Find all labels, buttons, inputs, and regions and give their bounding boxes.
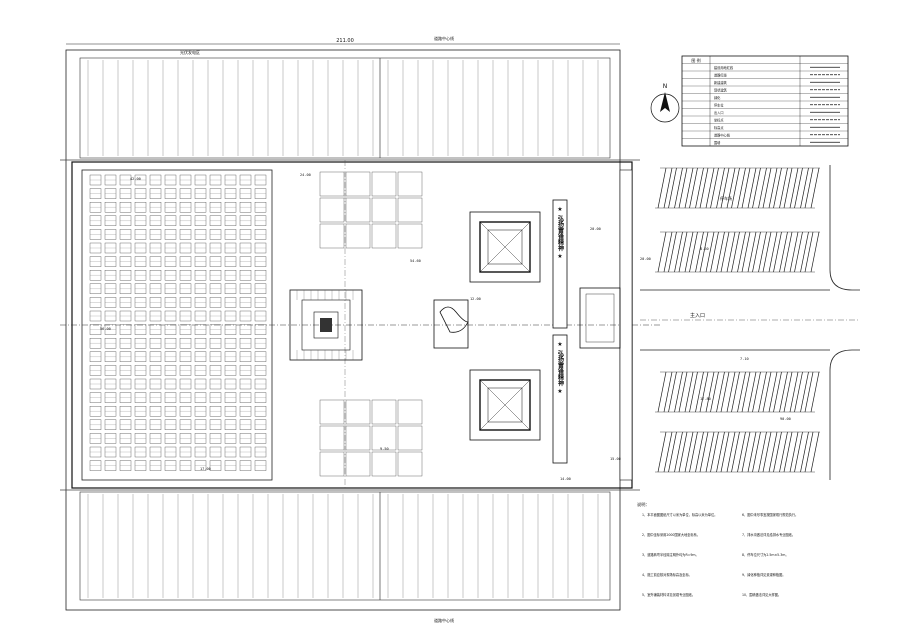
legend-row: 绿化 — [714, 95, 721, 100]
note-item: 3、道路转弯半径除注明外均为R=9m。 — [642, 552, 699, 557]
parking-label: 停车场 — [720, 195, 732, 201]
solar-panel-field — [89, 174, 267, 471]
dimension-label: 14.00 — [560, 477, 571, 481]
entrance-label: 主入口 — [690, 312, 705, 319]
legend-title: 图 例 — [691, 57, 700, 63]
north-arrow-icon: N — [650, 83, 680, 123]
dimension-label: 8.60 — [700, 247, 709, 251]
tower-north — [469, 211, 541, 283]
note-item: 7、排水沟做法详见给排水专业图纸。 — [742, 532, 795, 537]
dimension-label: 17.00 — [200, 467, 211, 471]
legend-row: 围墙 — [714, 140, 721, 145]
note-item: 1、本平面图图纸尺寸以米为单位，标高以米为单位。 — [642, 512, 717, 517]
notes-title: 说明： — [637, 501, 650, 508]
dimension-label: 15.00 — [610, 457, 621, 461]
legend-row: 标高点 — [714, 125, 724, 130]
legend-table: 图 例建设用地红线道路红线新建建筑现状建筑绿化停车位出入口坐标点标高点道路中心线… — [681, 55, 849, 147]
dimension-label: 42.00 — [130, 177, 141, 181]
parking-area-south — [655, 371, 820, 473]
gate-house — [579, 287, 621, 349]
road-label-top: 道路中心线 — [434, 35, 454, 41]
legend-row: 出入口 — [714, 110, 724, 115]
tower-south — [469, 369, 541, 441]
dimension-label: 90.00 — [780, 417, 791, 421]
note-item: 4、施工前应核对现场标高及坐标。 — [642, 572, 692, 577]
note-item: 9、绿化种植详见景观种植图。 — [742, 572, 785, 577]
dimension-label: 9.50 — [380, 447, 389, 451]
left-area-label: 光伏发电区 — [180, 49, 200, 55]
dimension-label: 24.00 — [300, 173, 311, 177]
legend-row: 新建建筑 — [714, 80, 728, 85]
note-item: 5、室外铺装材料详见景观专业图纸。 — [642, 592, 695, 597]
banner-bottom: ★ 弘扬雷锋精神 ★ — [557, 341, 564, 395]
note-item: 8、停车位尺寸为2.5m×5.3m。 — [742, 552, 789, 557]
legend-row: 现状建筑 — [714, 87, 728, 92]
banner-top: ★ 弘扬雷锋精神 ★ — [557, 206, 564, 260]
dimension-label: 17.80 — [700, 397, 711, 401]
legend-row: 建设用地红线 — [714, 65, 734, 70]
dimension-label: 12.00 — [470, 297, 481, 301]
top-solar-strip — [87, 58, 599, 158]
parking-area-north — [655, 167, 820, 273]
dimension-label: 54.60 — [410, 259, 421, 263]
overall-dimension-label: 211.00 — [336, 38, 354, 44]
legend-row: 坐标点 — [714, 117, 724, 122]
paving-grid — [319, 171, 423, 477]
design-notes: 说明： 1、本平面图图纸尺寸以米为单位，标高以米为单位。 2、图中坐标采用2000国… — [637, 501, 798, 597]
legend-row: 停车位 — [714, 102, 724, 107]
sculpture-base — [433, 299, 469, 349]
note-item: 10、围墙做法详见大样图。 — [742, 592, 781, 597]
legend-row: 道路中心线 — [714, 132, 731, 137]
dimension-label: 7.10 — [740, 357, 749, 361]
dimension-label: 20.00 — [590, 227, 601, 231]
bottom-solar-strip — [87, 492, 599, 600]
note-item: 6、图中未尽事宜按国家现行规范执行。 — [742, 512, 798, 517]
legend-row: 道路红线 — [714, 72, 728, 77]
central-plaza — [289, 289, 363, 361]
dimension-label: 56.00 — [100, 327, 111, 331]
dimension-label: 20.00 — [640, 257, 651, 261]
svg-text:N: N — [663, 83, 668, 90]
road-label-bottom: 道路中心线 — [434, 617, 454, 623]
note-item: 2、图中坐标采用2000国家大地坐标系。 — [642, 532, 700, 537]
